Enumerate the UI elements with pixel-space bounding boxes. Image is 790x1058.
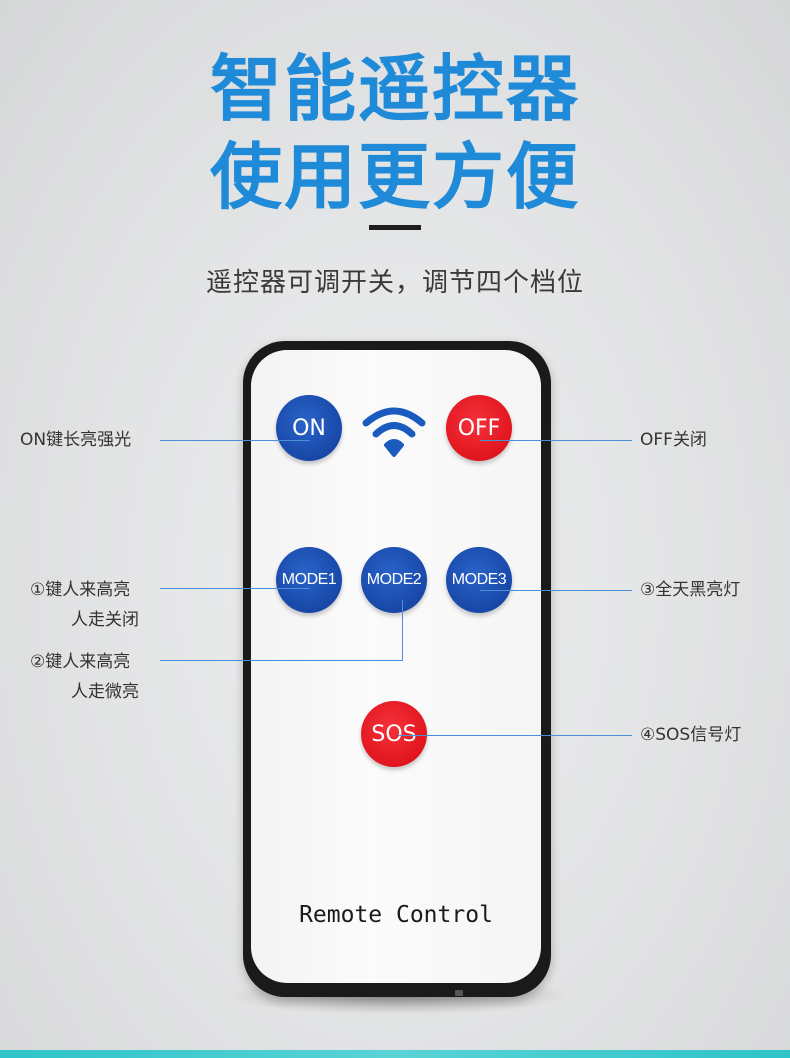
bottom-accent-strip xyxy=(0,1050,790,1058)
off-annotation: OFF关闭 xyxy=(640,430,707,450)
headline-line-2: 使用更方便 xyxy=(209,135,580,219)
mode3-pointer-line xyxy=(480,590,632,591)
mode2-button[interactable]: MODE2 xyxy=(361,547,427,613)
mode2-annotation-line1: ②键人来高亮 xyxy=(30,652,131,672)
mode3-annotation: ③全天黑亮灯 xyxy=(640,580,741,600)
headline-line-1: 智能遥控器 xyxy=(209,47,580,131)
wifi-signal-icon xyxy=(362,407,426,457)
off-pointer-line xyxy=(480,440,632,441)
off-button[interactable]: OFF xyxy=(446,395,512,461)
remote-label: Remote Control xyxy=(299,902,493,928)
sos-button[interactable]: SOS xyxy=(361,701,427,767)
on-pointer-line xyxy=(160,440,310,441)
subtitle: 遥控器可调开关，调节四个档位 xyxy=(205,268,584,298)
mode1-button[interactable]: MODE1 xyxy=(276,547,342,613)
battery-screw xyxy=(455,990,463,996)
mode3-button[interactable]: MODE3 xyxy=(446,547,512,613)
sos-pointer-line xyxy=(398,735,632,736)
on-button[interactable]: ON xyxy=(276,395,342,461)
mode1-pointer-line xyxy=(160,588,310,589)
mode2-pointer-line xyxy=(160,660,403,661)
mode1-annotation-line1: ①键人来高亮 xyxy=(30,580,131,600)
divider xyxy=(369,225,421,230)
on-annotation: ON键长亮强光 xyxy=(20,430,132,450)
sos-annotation: ④SOS信号灯 xyxy=(640,725,742,745)
mode2-pointer-vertical-line xyxy=(402,600,403,660)
mode2-annotation-line2: 人走微亮 xyxy=(71,682,139,702)
mode1-annotation-line2: 人走关闭 xyxy=(71,610,139,630)
